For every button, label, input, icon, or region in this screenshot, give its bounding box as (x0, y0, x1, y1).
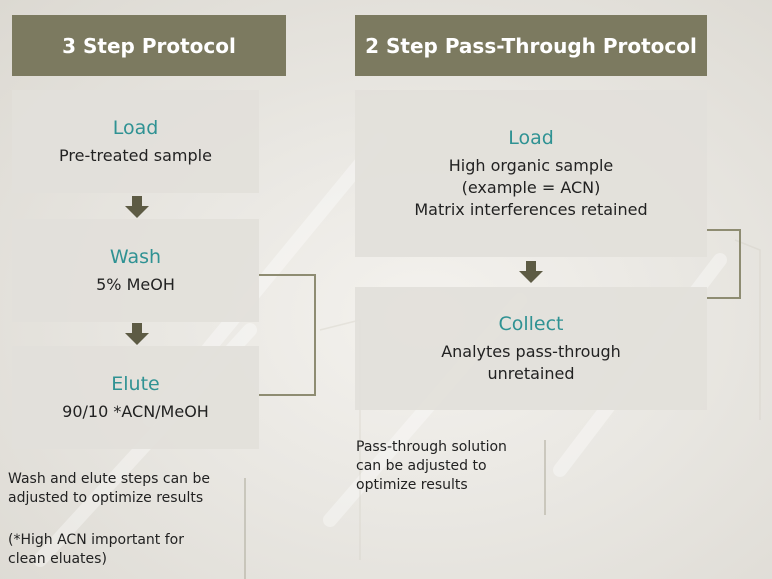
left-note-line: adjusted to optimize results (8, 490, 204, 506)
right-header-label: 2 Step Pass-Through Protocol (365, 33, 697, 58)
right-load-title: Load (508, 126, 554, 149)
right-collect-title: Collect (498, 312, 564, 335)
left-elute-text: 90/10 *ACN/MeOH (62, 401, 209, 421)
left-load-text: Pre-treated sample (59, 145, 212, 165)
down-arrow-icon (125, 196, 149, 218)
left-wash-text: 5% MeOH (96, 274, 175, 294)
left-step-load: Load Pre-treated sample (12, 90, 259, 193)
right-collect-line: Analytes pass-through (441, 341, 621, 361)
right-protocol-header: 2 Step Pass-Through Protocol (355, 15, 707, 76)
left-load-title: Load (112, 116, 159, 139)
left-note-adjust: Wash and elute steps can be adjusted to … (8, 470, 248, 508)
left-protocol-header: 3 Step Protocol (12, 15, 286, 76)
right-note-line: Pass-through solution (356, 439, 507, 455)
left-note-line: clean eluates) (8, 551, 107, 567)
left-elute-title: Elute (111, 372, 160, 395)
left-note-acn: (*High ACN important for clean eluates) (8, 531, 248, 569)
left-step-elute: Elute 90/10 *ACN/MeOH (12, 346, 259, 449)
right-load-line: High organic sample (448, 155, 614, 175)
right-load-line: (example = ACN) (461, 177, 601, 197)
right-collect-line: unretained (487, 363, 575, 383)
left-note-line: Wash and elute steps can be (8, 471, 210, 487)
right-note-line: can be adjusted to (356, 458, 487, 474)
right-step-collect: Collect Analytes pass-through unretained (355, 287, 707, 410)
down-arrow-icon (519, 261, 543, 283)
left-header-label: 3 Step Protocol (62, 33, 236, 58)
left-wash-title: Wash (109, 245, 162, 268)
right-note-line: optimize results (356, 477, 468, 493)
right-load-line: Matrix interferences retained (414, 199, 648, 219)
down-arrow-icon (125, 323, 149, 345)
left-note-line: (*High ACN important for (8, 532, 184, 548)
left-step-wash: Wash 5% MeOH (12, 219, 259, 322)
right-step-load: Load High organic sample (example = ACN)… (355, 90, 707, 257)
right-note-adjust: Pass-through solution can be adjusted to… (356, 438, 541, 495)
